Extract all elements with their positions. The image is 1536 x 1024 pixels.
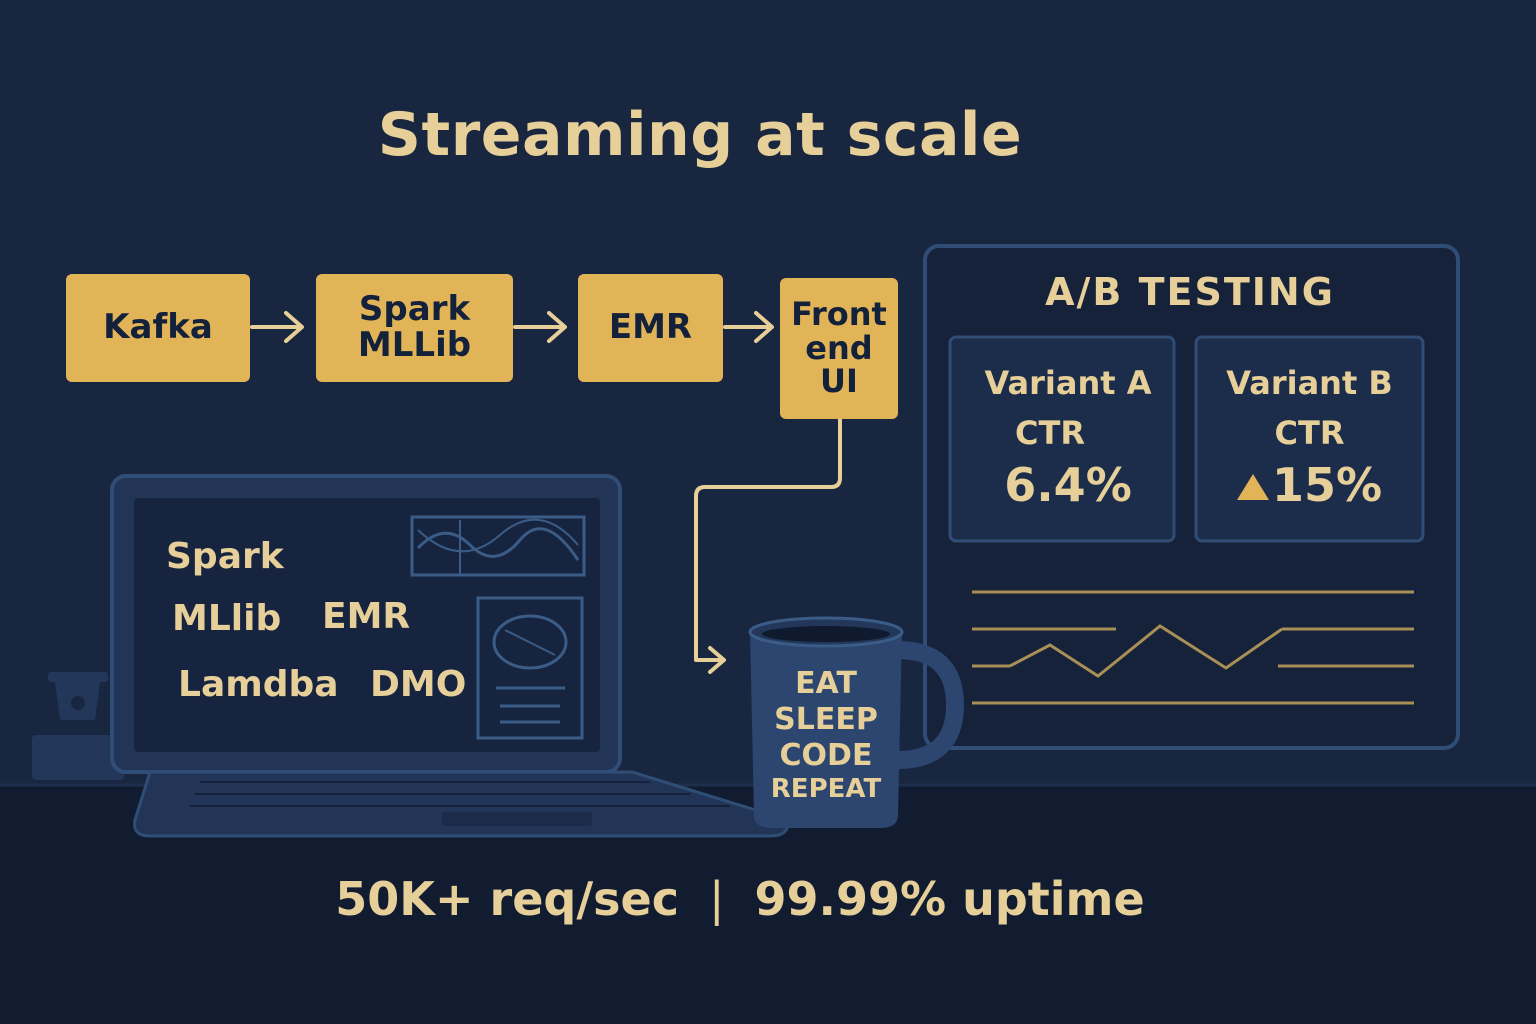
node-label: MLLib (357, 325, 472, 365)
stat-separator: | (709, 872, 725, 926)
footer-stats: 50K+ req/sec | 99.99% uptime (300, 872, 1180, 926)
variant-b-metric: CTR (1274, 414, 1345, 452)
node-label: EMR (608, 307, 693, 348)
mug-line: EAT (795, 666, 857, 701)
mug-illustration (748, 616, 965, 828)
mug-line: REPEAT (770, 774, 882, 804)
node-label: end (805, 328, 873, 367)
ab-testing-title: A/B TESTING (1045, 270, 1335, 314)
laptop-label-dmo: DMO (370, 664, 467, 705)
uptime-stat: 99.99% uptime (754, 872, 1145, 926)
page-title: Streaming at scale (377, 100, 1023, 170)
variant-b-value: 15% (1272, 458, 1383, 512)
mug-slogan: EAT SLEEP CODE REPEAT (756, 666, 896, 805)
laptop-label-lamdba: Lamdba (178, 664, 339, 705)
variant-a-name: Variant A (984, 364, 1152, 402)
laptop-label-emr: EMR (322, 596, 411, 637)
node-kafka: Kafka (66, 274, 250, 382)
variant-a-metric: CTR (1015, 414, 1085, 452)
laptop-illustration (110, 474, 790, 838)
up-arrow-icon (1237, 474, 1269, 500)
variant-a-card (948, 335, 1176, 543)
node-label: Front (791, 295, 887, 334)
variant-b-name: Variant B (1226, 364, 1393, 402)
node-label: UI (820, 362, 858, 401)
mug-line: SLEEP (774, 702, 878, 737)
pipeline-arrows (250, 311, 842, 674)
node-emr: EMR (578, 274, 723, 382)
ab-mini-chart (972, 590, 1414, 705)
mug-line: CODE (779, 738, 873, 773)
node-spark-mllib: Spark MLLib (316, 274, 513, 382)
laptop-label-mllib: MLlib (172, 598, 282, 639)
laptop-label-spark: Spark (166, 536, 284, 577)
node-label: Spark (358, 289, 471, 330)
lamp-icon (32, 672, 124, 780)
node-label: Kafka (103, 307, 213, 348)
throughput-stat: 50K+ req/sec (335, 872, 679, 926)
node-frontend-ui: Front end UI (780, 278, 898, 419)
variant-a-value: 6.4% (1004, 458, 1132, 512)
